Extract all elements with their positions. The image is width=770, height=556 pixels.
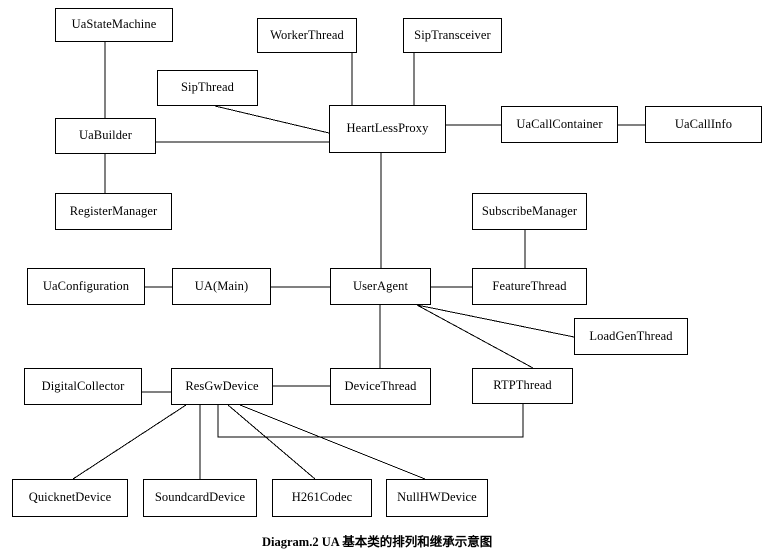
class-box-label: UA(Main)	[194, 278, 249, 293]
class-box-label: UserAgent	[352, 278, 409, 293]
connector-e-useragent-loadgenthread	[416, 304, 575, 338]
class-box-label: LoadGenThread	[589, 328, 673, 343]
class-box-h261-codec[interactable]: H261Codec	[272, 479, 372, 517]
class-box-label: UaCallContainer	[516, 116, 603, 131]
class-box-label: RTPThread	[493, 378, 552, 393]
class-box-label: HeartLessProxy	[346, 121, 429, 136]
class-box-ua-state-machine[interactable]: UaStateMachine	[55, 8, 173, 42]
class-box-label: DigitalCollector	[41, 378, 125, 393]
connector-e-resgwdevice-nullhwdevice	[239, 404, 426, 480]
class-box-label: FeatureThread	[492, 278, 567, 293]
class-box-label: SipThread	[181, 80, 234, 95]
class-box-digital-collector[interactable]: DigitalCollector	[24, 368, 142, 405]
diagram-caption: Diagram.2 UA 基本类的排列和继承示意图	[262, 535, 493, 549]
class-box-ua-configuration[interactable]: UaConfiguration	[27, 268, 145, 305]
class-box-label: SoundcardDevice	[154, 490, 246, 505]
class-box-label: DeviceThread	[344, 378, 417, 393]
connector-e-resgwdevice-h261codec	[227, 404, 316, 480]
class-box-sip-thread[interactable]: SipThread	[157, 70, 258, 106]
class-box-label: UaBuilder	[79, 128, 132, 143]
connector-e-resgwdevice-quicknetdevice	[72, 404, 187, 480]
class-box-res-gw-device[interactable]: ResGwDevice	[171, 368, 273, 405]
class-box-label: RegisterManager	[69, 203, 158, 218]
connector-e-useragent-rtpthread	[416, 304, 534, 369]
class-box-register-manager[interactable]: RegisterManager	[55, 193, 172, 230]
class-box-worker-thread[interactable]: WorkerThread	[257, 18, 357, 53]
class-box-feature-thread[interactable]: FeatureThread	[472, 268, 587, 305]
class-box-soundcard-device[interactable]: SoundcardDevice	[143, 479, 257, 517]
class-box-subscribe-manager[interactable]: SubscribeManager	[472, 193, 587, 230]
class-box-label: NullHWDevice	[397, 490, 477, 505]
class-box-heart-less-proxy[interactable]: HeartLessProxy	[329, 105, 446, 153]
class-box-label: ResGwDevice	[185, 378, 259, 393]
connector-e-resgwdevice-rtpthread	[217, 404, 524, 438]
class-box-label: H261Codec	[291, 490, 353, 505]
class-box-ua-builder[interactable]: UaBuilder	[55, 118, 156, 154]
class-box-sip-transceiver[interactable]: SipTransceiver	[403, 18, 502, 53]
class-box-label: WorkerThread	[270, 27, 344, 42]
class-box-quicknet-device[interactable]: QuicknetDevice	[12, 479, 128, 517]
class-box-label: UaStateMachine	[71, 17, 157, 32]
class-box-label: SipTransceiver	[414, 27, 491, 42]
class-box-ua-main[interactable]: UA(Main)	[172, 268, 271, 305]
class-box-label: UaConfiguration	[42, 278, 130, 293]
class-box-user-agent[interactable]: UserAgent	[330, 268, 431, 305]
class-box-device-thread[interactable]: DeviceThread	[330, 368, 431, 405]
class-box-load-gen-thread[interactable]: LoadGenThread	[574, 318, 688, 355]
class-box-label: QuicknetDevice	[28, 490, 112, 505]
class-box-ua-call-info[interactable]: UaCallInfo	[645, 106, 762, 143]
class-box-label: SubscribeManager	[481, 203, 578, 218]
class-box-ua-call-container[interactable]: UaCallContainer	[501, 106, 618, 143]
class-box-label: UaCallInfo	[674, 116, 733, 131]
class-box-rtp-thread[interactable]: RTPThread	[472, 368, 573, 404]
class-box-null-hw-device[interactable]: NullHWDevice	[386, 479, 488, 517]
connector-e-sipthread-heartlessproxy	[214, 105, 330, 134]
